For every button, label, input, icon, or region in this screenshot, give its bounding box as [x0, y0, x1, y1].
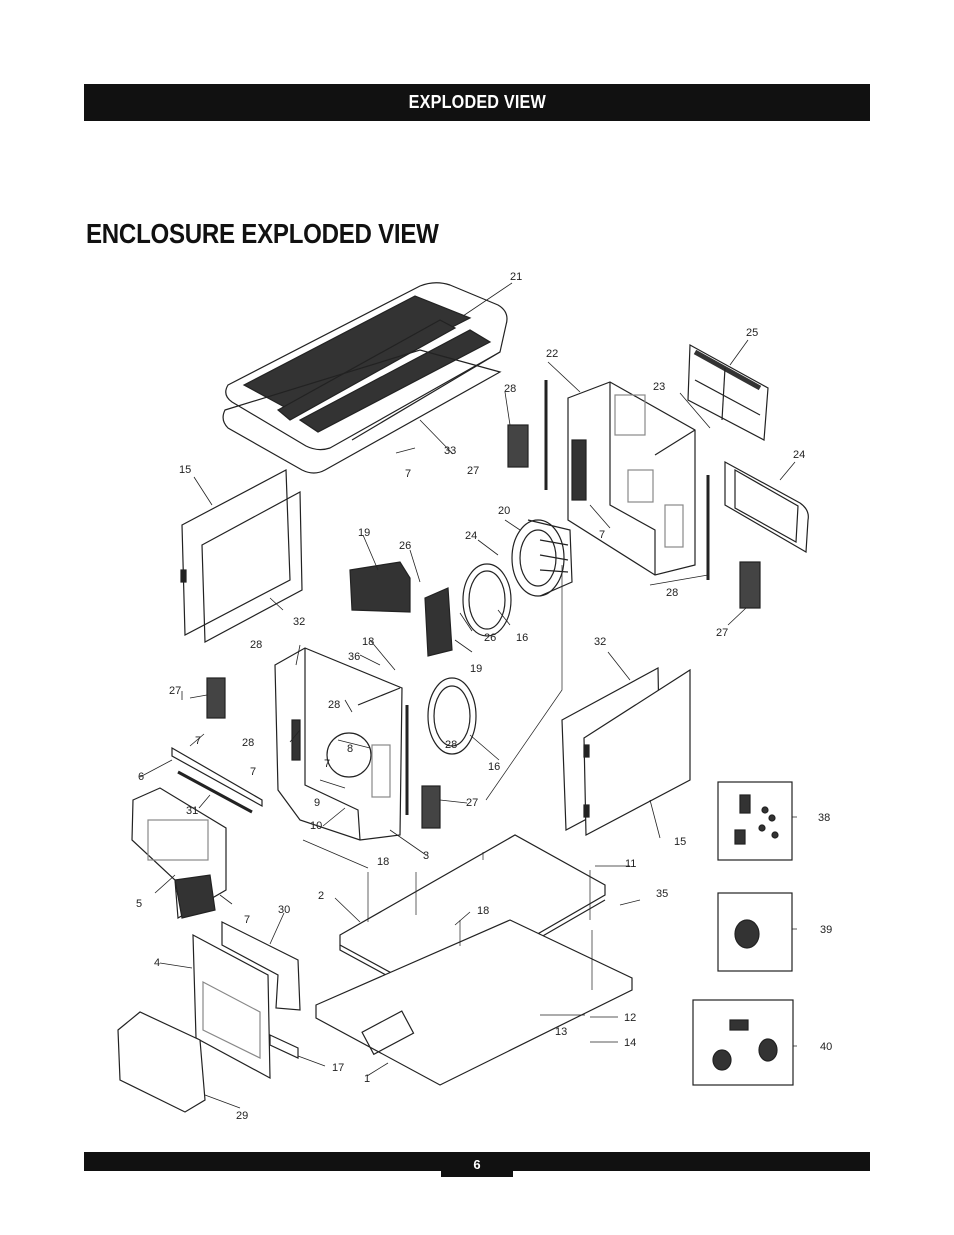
callout-3: 3: [423, 850, 429, 862]
callout-6: 6: [138, 771, 144, 783]
callout-16: 16: [488, 761, 500, 773]
callout-28: 28: [328, 699, 340, 711]
callout-5: 5: [136, 898, 142, 910]
callout-22: 22: [546, 348, 558, 360]
callout-7: 7: [250, 766, 256, 778]
callout-28: 28: [445, 739, 457, 751]
vent-grille-right: [739, 561, 761, 609]
page-number: 6: [441, 1152, 513, 1177]
callout-11: 11: [625, 858, 636, 870]
mounting-rail: [171, 746, 263, 808]
callout-26: 26: [484, 632, 496, 644]
latch-kit-box: [717, 781, 793, 861]
air-duct-upper: [349, 561, 411, 613]
callout-17: 17: [332, 1062, 344, 1074]
callout-27: 27: [466, 797, 478, 809]
callout-27: 27: [716, 627, 728, 639]
key-lock-kit-box: [692, 999, 794, 1086]
callout-21: 21: [510, 271, 522, 283]
lower-door-panel: [221, 921, 301, 1011]
callout-18: 18: [362, 636, 374, 648]
section-header-bar: EXPLODED VIEW: [84, 84, 870, 121]
callout-13: 13: [555, 1026, 567, 1038]
callout-18: 18: [477, 905, 489, 917]
callout-19: 19: [358, 527, 370, 539]
callout-40: 40: [820, 1041, 832, 1053]
callout-18: 18: [377, 856, 389, 868]
callout-15: 15: [674, 836, 686, 848]
lock-kit-box: [717, 892, 793, 972]
roof-panel: [222, 282, 508, 474]
callout-35: 35: [656, 888, 668, 900]
callout-23: 23: [653, 381, 665, 393]
side-frame: [724, 460, 809, 554]
callout-7: 7: [405, 468, 411, 480]
rear-frame: [567, 381, 696, 576]
left-door: [180, 469, 303, 643]
vent-grille-upper: [507, 424, 529, 468]
callout-19: 19: [470, 663, 482, 675]
callout-7: 7: [195, 735, 201, 747]
callout-31: 31: [186, 805, 198, 817]
callout-32: 32: [293, 616, 305, 628]
center-panel: [274, 647, 403, 841]
battery-cover: [117, 1011, 206, 1113]
callout-28: 28: [504, 383, 516, 395]
right-door: [561, 667, 691, 836]
callout-33: 33: [444, 445, 456, 457]
callout-30: 30: [278, 904, 290, 916]
callout-7: 7: [599, 529, 605, 541]
callout-38: 38: [818, 812, 830, 824]
callout-16: 16: [516, 632, 528, 644]
lower-door: [192, 933, 271, 1080]
callout-12: 12: [624, 1012, 636, 1024]
callout-7: 7: [244, 914, 250, 926]
callout-24: 24: [465, 530, 477, 542]
callout-25: 25: [746, 327, 758, 339]
callout-14: 14: [624, 1037, 636, 1049]
callout-26: 26: [399, 540, 411, 552]
vent-grille-center: [421, 785, 441, 829]
callout-8: 8: [347, 743, 353, 755]
callout-1: 1: [364, 1073, 370, 1085]
callout-32: 32: [594, 636, 606, 648]
section-title: EXPLODED VIEW: [408, 92, 546, 112]
air-duct-lower: [424, 587, 453, 657]
callout-27: 27: [169, 685, 181, 697]
control-housing: [131, 787, 227, 919]
fan-shroud: [511, 519, 573, 597]
callout-27: 27: [467, 465, 479, 477]
fan-ring-lower: [427, 677, 477, 755]
callout-28: 28: [666, 587, 678, 599]
callout-10: 10: [310, 820, 322, 832]
callout-2: 2: [318, 890, 324, 902]
base-frame: [315, 919, 633, 1086]
callout-24: 24: [793, 449, 805, 461]
callout-15: 15: [179, 464, 191, 476]
callout-9: 9: [314, 797, 320, 809]
callout-4: 4: [154, 957, 160, 969]
callout-39: 39: [820, 924, 832, 936]
page-title: ENCLOSURE EXPLODED VIEW: [86, 218, 439, 249]
callout-36: 36: [348, 651, 360, 663]
vent-grille-left: [206, 677, 226, 719]
fan-ring-upper: [462, 563, 512, 637]
callout-20: 20: [498, 505, 510, 517]
callout-28: 28: [242, 737, 254, 749]
rear-panel: [687, 344, 769, 441]
callout-7: 7: [324, 758, 330, 770]
callout-29: 29: [236, 1110, 248, 1122]
callout-28: 28: [250, 639, 262, 651]
